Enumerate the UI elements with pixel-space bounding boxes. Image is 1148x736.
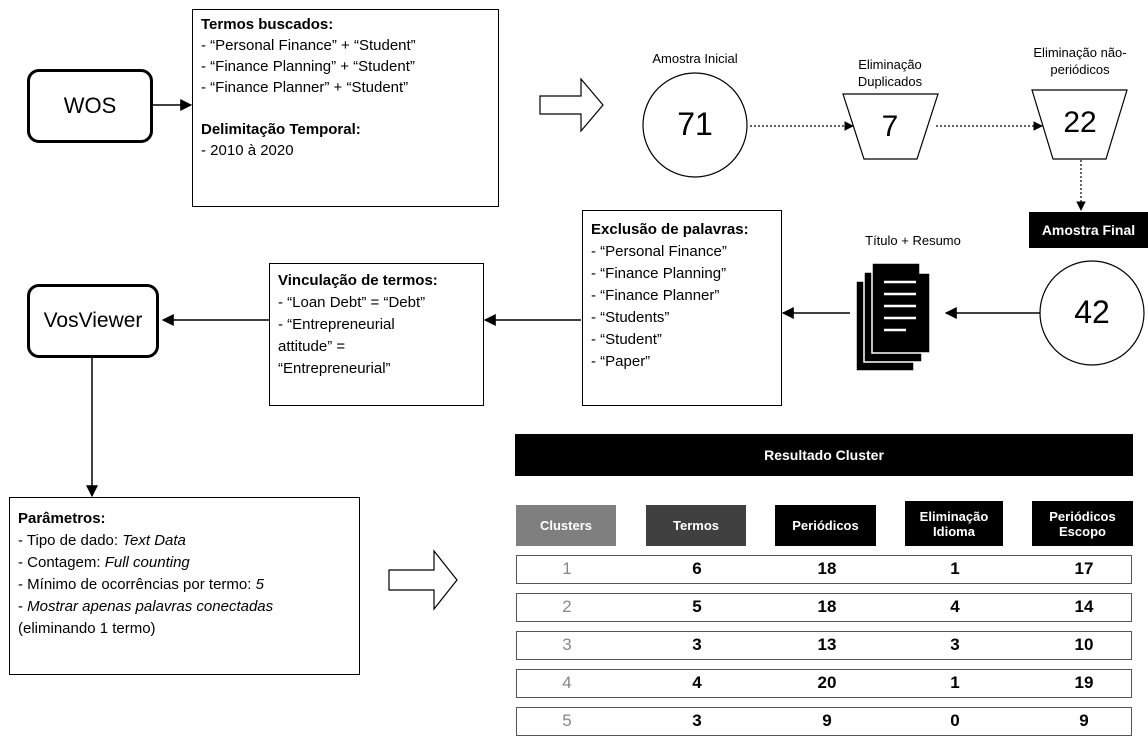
param-note: (eliminando 1 termo) [18, 620, 156, 637]
exclusion-line: - “Personal Finance” [591, 243, 727, 260]
nonperiodicals-label-line1: Eliminação não- [1033, 45, 1127, 60]
period-title: Delimitação Temporal: [201, 121, 361, 138]
nonperiodicals-label-line2: periódicos [1050, 62, 1110, 77]
vosviewer-label: VosViewer [43, 309, 143, 332]
outline-arrow-2 [388, 549, 458, 611]
search-term-line: - “Personal Finance” + “Student” [201, 37, 416, 54]
cell-cluster: 3 [562, 635, 572, 654]
linking-line: - “Loan Debt” = “Debt” [278, 294, 426, 311]
cell-scope-periodicals: 10 [1074, 635, 1094, 654]
nonperiodicals-label: Eliminação não- periódicos [1015, 44, 1145, 78]
initial-sample-label: Amostra Inicial [652, 51, 738, 66]
table-row: 2 5 18 4 14 [516, 593, 1132, 622]
cell-language-elimination: 4 [950, 597, 960, 616]
cell-periodicals: 20 [817, 673, 837, 692]
param-counting-label: - Contagem: [18, 554, 105, 571]
linking-title: Vinculação de termos: [278, 272, 438, 289]
initial-sample-circle [642, 72, 748, 178]
duplicates-label-line2: Duplicados [857, 74, 923, 89]
outline-arrow-1 [539, 77, 604, 133]
document-stack-icon [855, 262, 931, 372]
exclusion-line: - “Paper” [591, 353, 651, 370]
table-row: 1 6 18 1 17 [516, 555, 1132, 584]
cell-periodicals: 18 [817, 559, 837, 578]
search-terms-box: Termos buscados: - “Personal Finance” + … [192, 9, 499, 207]
param-min-occurrences-value: 5 [255, 576, 264, 593]
cell-language-elimination: 3 [950, 635, 960, 654]
param-min-occurrences: - Mínimo de ocorrências por termo: 5 [18, 574, 351, 596]
table-row: 5 3 9 0 9 [516, 707, 1132, 736]
cell-scope-periodicals: 14 [1074, 597, 1094, 616]
word-exclusion-box: Exclusão de palavras: - “Personal Financ… [582, 210, 782, 406]
vosviewer-node: VosViewer [27, 284, 159, 358]
param-data-type-label: - Tipo de dado: [18, 532, 123, 549]
param-counting: - Contagem: Full counting [18, 552, 351, 574]
param-connected-only-prefix: - [18, 598, 28, 615]
cell-scope-periodicals: 19 [1074, 673, 1094, 692]
cell-cluster: 4 [562, 673, 572, 692]
result-cluster-title: Resultado Cluster [515, 434, 1133, 476]
final-sample-value: 42 [1074, 294, 1110, 330]
linking-line: “Entrepreneurial” [278, 360, 391, 377]
wos-node: WOS [27, 69, 153, 143]
nonperiodicals-funnel [1031, 89, 1128, 160]
cell-periodicals: 13 [817, 635, 837, 654]
cell-language-elimination: 0 [950, 711, 960, 730]
duplicates-funnel [842, 93, 939, 160]
parameters-box: Parâmetros: - Tipo de dado: Text Data - … [9, 497, 360, 675]
linking-line: attitude” = [278, 338, 346, 355]
duplicates-label: Eliminação Duplicados [830, 56, 950, 90]
cell-terms: 4 [692, 673, 702, 692]
duplicates-label-line1: Eliminação [858, 57, 922, 72]
exclusion-line: - “Finance Planning” [591, 265, 727, 282]
period-line: - 2010 à 2020 [201, 142, 294, 159]
parameters-title: Parâmetros: [18, 510, 106, 527]
param-min-occurrences-label: - Mínimo de ocorrências por termo: [18, 576, 256, 593]
cell-terms: 3 [692, 711, 702, 730]
table-row: 4 4 20 1 19 [516, 669, 1132, 698]
cell-terms: 5 [692, 597, 702, 616]
cell-periodicals: 18 [817, 597, 837, 616]
term-linking-box: Vinculação de termos: - “Loan Debt” = “D… [269, 263, 484, 406]
param-connected-only: - Mostrar apenas palavras conectadas [18, 596, 351, 618]
wos-label: WOS [63, 93, 117, 118]
param-counting-value: Full counting [104, 554, 190, 571]
cell-scope-periodicals: 17 [1074, 559, 1094, 578]
cell-cluster: 1 [562, 559, 572, 578]
cell-periodicals: 9 [822, 711, 832, 730]
header-clusters: Clusters [516, 505, 616, 546]
final-sample-header: Amostra Final [1029, 212, 1148, 248]
param-connected-only-value: Mostrar apenas palavras conectadas [27, 598, 274, 615]
param-data-type-value: Text Data [122, 532, 186, 549]
title-abstract-label: Título + Resumo [865, 233, 961, 248]
cell-language-elimination: 1 [950, 559, 960, 578]
linking-line: - “Entrepreneurial [278, 316, 395, 333]
header-terms: Termos [646, 505, 746, 546]
table-row: 3 3 13 3 10 [516, 631, 1132, 660]
duplicates-value: 7 [881, 110, 899, 143]
param-data-type: - Tipo de dado: Text Data [18, 530, 351, 552]
exclusion-title: Exclusão de palavras: [591, 221, 749, 238]
exclusion-line: - “Student” [591, 331, 662, 348]
nonperiodicals-value: 22 [1063, 106, 1097, 139]
cell-cluster: 5 [562, 711, 572, 730]
exclusion-line: - “Students” [591, 309, 670, 326]
cell-cluster: 2 [562, 597, 572, 616]
cell-terms: 3 [692, 635, 702, 654]
cell-terms: 6 [692, 559, 702, 578]
search-terms-title: Termos buscados: [201, 16, 334, 33]
cell-language-elimination: 1 [950, 673, 960, 692]
search-term-line: - “Finance Planner” + “Student” [201, 79, 409, 96]
cell-scope-periodicals: 9 [1079, 711, 1089, 730]
initial-sample-value: 71 [677, 106, 713, 142]
search-term-line: - “Finance Planning” + “Student” [201, 58, 415, 75]
exclusion-line: - “Finance Planner” [591, 287, 720, 304]
header-periodicals: Periódicos [775, 505, 876, 546]
